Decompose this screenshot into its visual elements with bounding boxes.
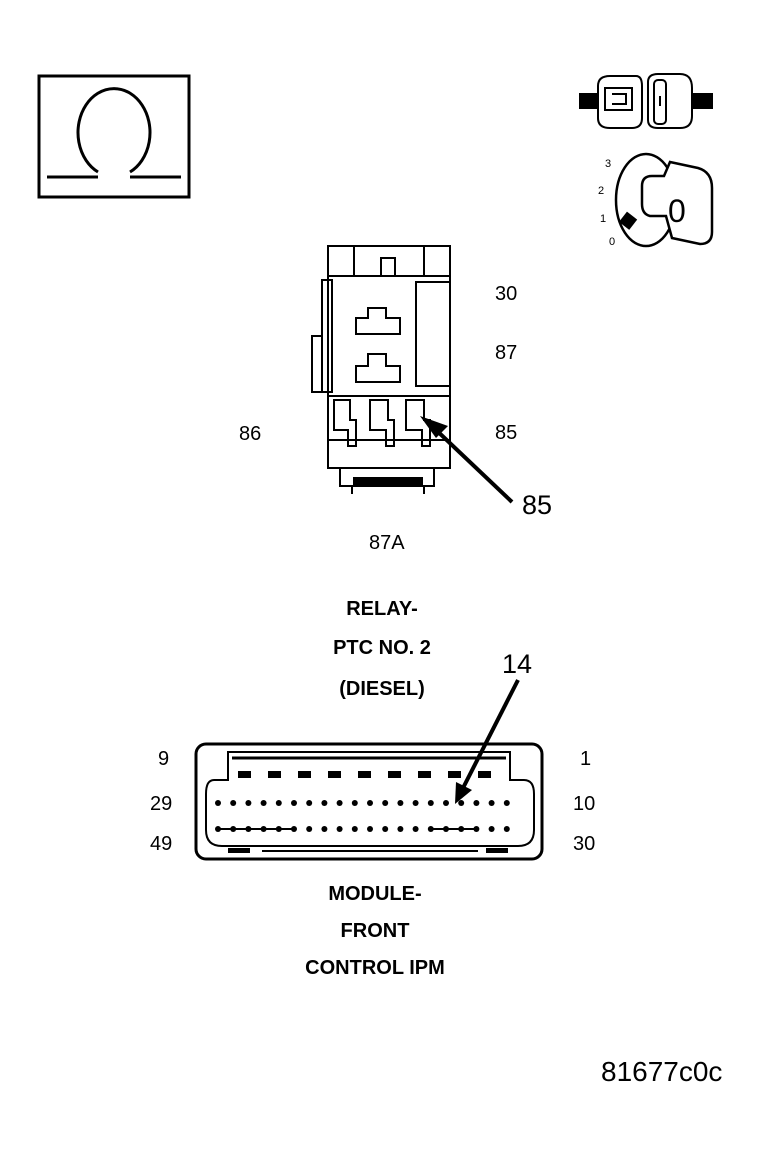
figure-id: 81677c0c <box>601 1056 722 1087</box>
module-pin-cavity <box>412 826 419 832</box>
module-pin-cavity <box>215 826 221 832</box>
disconnected-connector-icon <box>579 73 713 129</box>
ignition-key-icon: 3 2 1 0 0 <box>598 152 714 248</box>
module-title-line-2: FRONT <box>341 920 410 942</box>
relay-pin-30-label: 30 <box>495 283 517 305</box>
module-pin-cavity <box>458 800 465 806</box>
module-pin-cavity <box>503 800 510 806</box>
relay-title-line-2: PTC NO. 2 <box>333 637 431 659</box>
module-pin-cavity <box>336 800 343 806</box>
module-connector <box>194 742 544 861</box>
module-pin-cavity <box>245 800 252 806</box>
ignition-key-label: 0 <box>668 193 686 229</box>
module-title-line-1: MODULE- <box>328 883 421 905</box>
module-pin-cavity <box>245 826 252 832</box>
module-pin-9-label: 9 <box>158 748 169 770</box>
module-pin-cavity <box>268 771 281 778</box>
relay-connector <box>311 245 451 494</box>
module-pin-cavity <box>488 800 495 806</box>
relay-callout-arrow <box>420 416 514 504</box>
ohmmeter-symbol <box>37 74 191 199</box>
module-pin-cavity <box>260 826 267 832</box>
module-pin-cavity <box>275 800 282 806</box>
module-callout-arrow <box>455 679 520 804</box>
module-pin-cavity <box>397 826 404 832</box>
module-title-line-3: CONTROL IPM <box>305 957 445 979</box>
module-pin-cavity <box>321 800 328 806</box>
module-pin-1-label: 1 <box>580 748 591 770</box>
module-pin-cavity <box>443 800 449 806</box>
ignition-position-0: 0 <box>609 236 615 248</box>
relay-pin-86-label: 86 <box>239 423 261 445</box>
relay-pin-87-label: 87 <box>495 342 517 364</box>
module-pin-cavity <box>443 826 449 832</box>
module-pin-cavity <box>503 826 510 832</box>
relay-pin-87a-label: 87A <box>369 532 405 554</box>
module-pin-cavity <box>382 826 389 832</box>
module-pin-cavity <box>397 800 404 806</box>
module-pin-cavity <box>291 826 297 832</box>
module-pin-cavity <box>427 826 434 832</box>
module-pin-cavity <box>230 826 237 832</box>
module-pin-10-label: 10 <box>573 793 595 815</box>
module-pin-array <box>215 771 510 832</box>
ignition-position-1: 1 <box>600 213 606 225</box>
module-pin-cavity <box>275 826 282 832</box>
module-pin-cavity <box>306 826 313 832</box>
module-pin-cavity <box>328 771 341 778</box>
relay-title-line-1: RELAY- <box>346 598 418 620</box>
module-pin-cavity <box>473 826 480 832</box>
ignition-position-3: 3 <box>605 158 611 170</box>
module-pin-49-label: 49 <box>150 833 172 855</box>
module-pin-cavity <box>321 826 328 832</box>
module-pin-cavity <box>260 800 267 806</box>
module-pin-cavity <box>448 771 461 778</box>
module-pin-cavity <box>418 771 431 778</box>
module-pin-cavity <box>306 800 313 806</box>
module-pin-cavity <box>351 826 358 832</box>
module-pin-cavity <box>458 826 465 832</box>
module-pin-cavity <box>488 826 495 832</box>
module-pin-cavity <box>230 800 237 806</box>
module-pin-cavity <box>351 800 358 806</box>
relay-callout-label: 85 <box>522 490 552 520</box>
module-callout-label: 14 <box>502 649 532 679</box>
module-pin-cavity <box>367 800 373 806</box>
module-pin-30-label: 30 <box>573 833 595 855</box>
module-pin-cavity <box>427 800 434 806</box>
relay-pin-85-label: 85 <box>495 422 517 444</box>
module-pin-cavity <box>336 826 343 832</box>
module-pin-cavity <box>238 771 251 778</box>
module-pin-cavity <box>478 771 491 778</box>
module-pin-29-label: 29 <box>150 793 172 815</box>
relay-title-line-3: (DIESEL) <box>339 678 425 700</box>
module-pin-cavity <box>412 800 419 806</box>
module-pin-cavity <box>215 800 221 806</box>
module-pin-cavity <box>367 826 373 832</box>
module-pin-cavity <box>473 800 480 806</box>
module-pin-cavity <box>388 771 401 778</box>
module-pin-cavity <box>382 800 389 806</box>
ignition-position-2: 2 <box>598 185 604 197</box>
module-pin-cavity <box>298 771 311 778</box>
module-pin-cavity <box>291 800 297 806</box>
module-pin-cavity <box>358 771 371 778</box>
